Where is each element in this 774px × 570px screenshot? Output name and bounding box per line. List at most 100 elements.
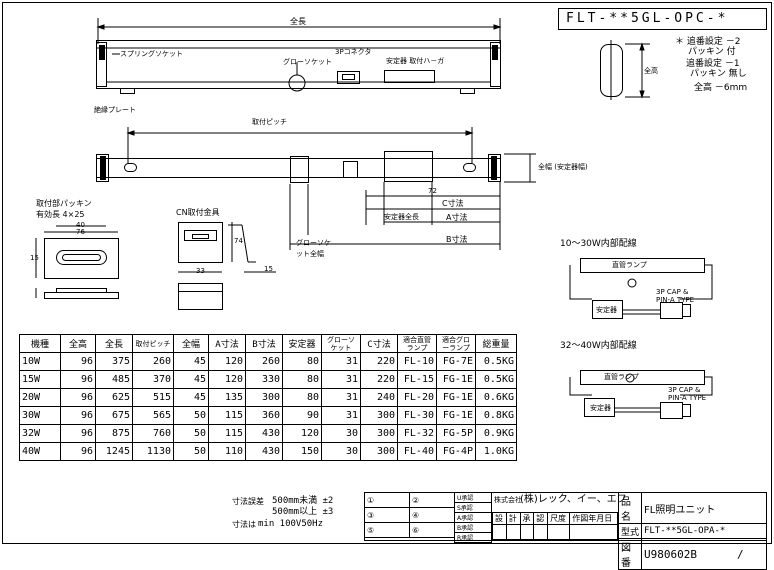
header-cell: 全長 bbox=[95, 334, 133, 353]
table-cell: 360 bbox=[245, 406, 283, 425]
drawing-linework bbox=[2, 2, 772, 544]
table-cell: 135 bbox=[208, 388, 246, 407]
approval-cell: A承認 bbox=[454, 512, 492, 523]
overall-length-label: 全長 bbox=[290, 17, 306, 26]
table-cell: 0.5KG bbox=[475, 352, 517, 371]
tolerance-label: 寸法誤差 bbox=[232, 497, 264, 506]
wiring-large-lamp: 直管ランプ bbox=[604, 373, 639, 381]
table-cell: 375 bbox=[95, 352, 133, 371]
table-cell: 120 bbox=[208, 370, 246, 389]
table-cell: FG-1E bbox=[436, 406, 476, 425]
wiring-small-connector: 3P CAP & PIN-A TYPE bbox=[656, 288, 695, 304]
cn-bracket-front bbox=[178, 222, 223, 263]
spec-table: 機種 全高 全長 取付ピッチ 全幅 A寸法 B寸法 安定器 グローソケット C寸… bbox=[19, 334, 517, 461]
table-cell: 260 bbox=[132, 352, 174, 371]
table-cell: 1130 bbox=[132, 442, 174, 461]
ballast-length-label: 安定器全長 bbox=[384, 213, 419, 221]
wiring-small-ballast: 安定器 bbox=[596, 306, 617, 314]
glow-socket-label: グローソケット bbox=[283, 58, 332, 66]
drawing-value-text: U980602B bbox=[644, 547, 697, 561]
table-cell: 120 bbox=[208, 352, 246, 371]
sign-header-cell: 計 bbox=[505, 512, 521, 525]
sign-cell bbox=[519, 524, 535, 540]
table-cell: 300 bbox=[360, 424, 398, 443]
packing-outline bbox=[44, 238, 119, 279]
table-cell: 430 bbox=[245, 424, 283, 443]
wiring-large-connector: 3P CAP & PIN-A TYPE bbox=[668, 386, 707, 402]
name-value: FL照明ユニット bbox=[641, 492, 767, 524]
table-cell: 565 bbox=[132, 406, 174, 425]
table-cell: FG-4P bbox=[436, 442, 476, 461]
approval-row: R承認 bbox=[454, 532, 492, 543]
table-cell: FL-20 bbox=[397, 388, 437, 407]
sign-header-row: 設 計 承 認 尺度 作図年月日 bbox=[492, 512, 618, 525]
name-block: 品名 FL照明ユニット 型式 FLT-**5GL-OPA-* 図番 U98060… bbox=[618, 492, 767, 570]
table-cell: 45 bbox=[173, 388, 209, 407]
table-cell: 0.6KG bbox=[475, 388, 517, 407]
table-cell: 0.8KG bbox=[475, 406, 517, 425]
b-dim-label: B寸法 bbox=[446, 235, 468, 244]
note-line-5: 全高 －6mm bbox=[694, 83, 748, 93]
approval-row: S承認 bbox=[454, 502, 492, 513]
sign-cell bbox=[533, 524, 549, 540]
height-label: 全高 bbox=[644, 67, 658, 75]
header-cell: 総重量 bbox=[475, 334, 517, 353]
table-cell: 260 bbox=[245, 352, 283, 371]
cn-dim-3: 74 bbox=[234, 237, 243, 245]
table-cell: 760 bbox=[132, 424, 174, 443]
cn-dim-2: 15 bbox=[264, 265, 273, 273]
table-cell: 150 bbox=[282, 442, 322, 461]
sign-value-row bbox=[492, 524, 618, 540]
revision-cell: ③ bbox=[364, 507, 410, 523]
table-cell: 15W bbox=[19, 370, 61, 389]
table-cell: 515 bbox=[132, 388, 174, 407]
table-cell: 115 bbox=[208, 406, 246, 425]
packing-dim-2: 76 bbox=[76, 228, 85, 236]
table-cell: FG-7E bbox=[436, 352, 476, 371]
drawing-row: 図番 U980602B/ bbox=[618, 538, 767, 570]
header-cell: 取付ピッチ bbox=[132, 334, 174, 353]
packing-dim-1: 40 bbox=[76, 221, 85, 229]
table-cell: FL-30 bbox=[397, 406, 437, 425]
table-cell: 625 bbox=[95, 388, 133, 407]
table-cell: 30W bbox=[19, 406, 61, 425]
header-cell: 適合直管ランプ bbox=[397, 334, 437, 353]
spring-socket-label: スプリングソケット bbox=[120, 50, 183, 58]
table-cell: 300 bbox=[245, 388, 283, 407]
approval-row: A承認 bbox=[454, 512, 492, 523]
table-cell: 0.5KG bbox=[475, 370, 517, 389]
header-box bbox=[558, 8, 767, 30]
sign-header-cell: 認 bbox=[533, 512, 549, 525]
wiring-large-ballast: 安定器 bbox=[590, 404, 611, 412]
revision-cell: ② bbox=[409, 492, 455, 508]
sign-header-cell: 尺度 bbox=[547, 512, 571, 525]
side-ballast bbox=[384, 151, 433, 182]
table-cell: 40W bbox=[19, 442, 61, 461]
table-cell: 50 bbox=[173, 442, 209, 461]
table-cell: 96 bbox=[60, 352, 96, 371]
approval-cell: U承認 bbox=[454, 492, 492, 503]
glow-socket-width-label: グローソケット全幅 bbox=[296, 239, 331, 258]
table-cell: 30 bbox=[321, 442, 361, 461]
table-cell: 31 bbox=[321, 370, 361, 389]
tolerance-line-3: min 100V50Hz bbox=[258, 519, 324, 529]
table-cell: 1245 bbox=[95, 442, 133, 461]
table-cell: 45 bbox=[173, 352, 209, 371]
approval-row: B承認 bbox=[454, 522, 492, 533]
header-cell: 機種 bbox=[19, 334, 61, 353]
table-cell: 50 bbox=[173, 424, 209, 443]
company-mark: 株式会社 bbox=[494, 496, 522, 504]
table-cell: 80 bbox=[282, 352, 322, 371]
approval-row: U承認 bbox=[454, 492, 492, 503]
table-cell: 45 bbox=[173, 370, 209, 389]
header-cell: A寸法 bbox=[208, 334, 246, 353]
table-cell: 32W bbox=[19, 424, 61, 443]
table-cell: 675 bbox=[95, 406, 133, 425]
